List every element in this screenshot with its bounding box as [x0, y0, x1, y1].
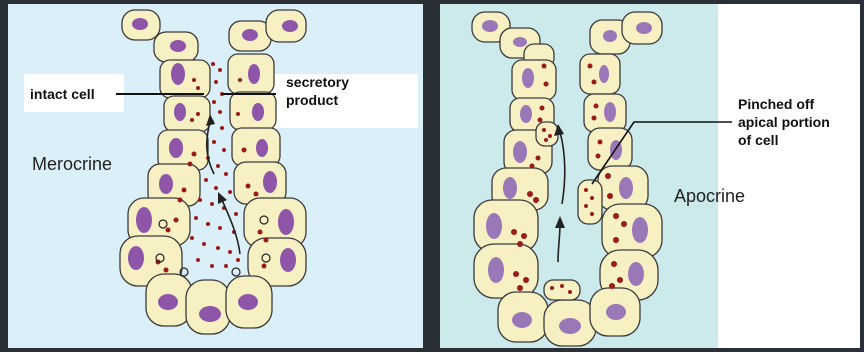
pinched-off-label-line3: of cell [738, 132, 778, 149]
secretory-label: secretory [286, 74, 349, 91]
nucleus [282, 20, 298, 32]
arrow-head [555, 216, 565, 228]
nucleus [159, 174, 173, 194]
product-label: product [286, 92, 338, 109]
nucleus [242, 29, 258, 41]
intact-cell-label: intact cell [30, 86, 95, 103]
nucleus [599, 65, 609, 83]
nucleus [604, 102, 616, 122]
nucleus [482, 20, 498, 32]
secretion-arrow [222, 200, 240, 254]
apocrine-title: Apocrine [674, 186, 745, 207]
gland-cell [160, 60, 210, 98]
apocrine-panel: Pinched off apical portion of cell Apocr… [440, 4, 860, 348]
nucleus [174, 103, 186, 121]
nucleus [513, 141, 527, 163]
gland-cell [232, 128, 280, 166]
nucleus [256, 139, 268, 157]
apocrine-gland-diagram [440, 4, 860, 348]
nucleus [488, 257, 504, 283]
nucleus [619, 177, 633, 199]
nucleus [248, 64, 260, 84]
nucleus [158, 294, 178, 310]
gland-cell [474, 244, 538, 298]
nucleus [132, 18, 148, 30]
nucleus [503, 177, 517, 199]
nucleus [628, 262, 644, 286]
pinched-off-label-line1: Pinched off [738, 96, 814, 113]
nucleus [559, 318, 581, 334]
nucleus [632, 217, 648, 243]
nucleus [603, 30, 617, 42]
gland-cell [164, 96, 210, 132]
nucleus [199, 306, 221, 322]
merocrine-panel: intact cell secretory product Merocrine [8, 4, 423, 348]
nucleus [128, 246, 144, 270]
nucleus [606, 304, 626, 320]
secretion-arrow [560, 132, 565, 204]
nucleus [169, 138, 183, 158]
nucleus [513, 37, 527, 47]
merocrine-gland-diagram [8, 4, 423, 348]
pinched-fragment [544, 280, 580, 300]
nucleus [486, 213, 502, 239]
merocrine-title: Merocrine [32, 154, 112, 175]
nucleus [238, 294, 258, 310]
nucleus [512, 312, 532, 328]
nucleus [252, 103, 264, 121]
pinched-fragment [578, 180, 602, 224]
nucleus [636, 22, 652, 34]
nucleus [170, 40, 186, 52]
nucleus [280, 248, 296, 272]
nucleus [171, 63, 185, 85]
secretion-arrow [558, 224, 560, 262]
nucleus [522, 68, 534, 88]
nucleus [136, 207, 152, 233]
pinched-off-label-line2: apical portion [738, 114, 830, 131]
nucleus [520, 105, 532, 123]
nucleus [278, 209, 294, 235]
gland-cell [512, 60, 556, 100]
nucleus [263, 171, 277, 193]
